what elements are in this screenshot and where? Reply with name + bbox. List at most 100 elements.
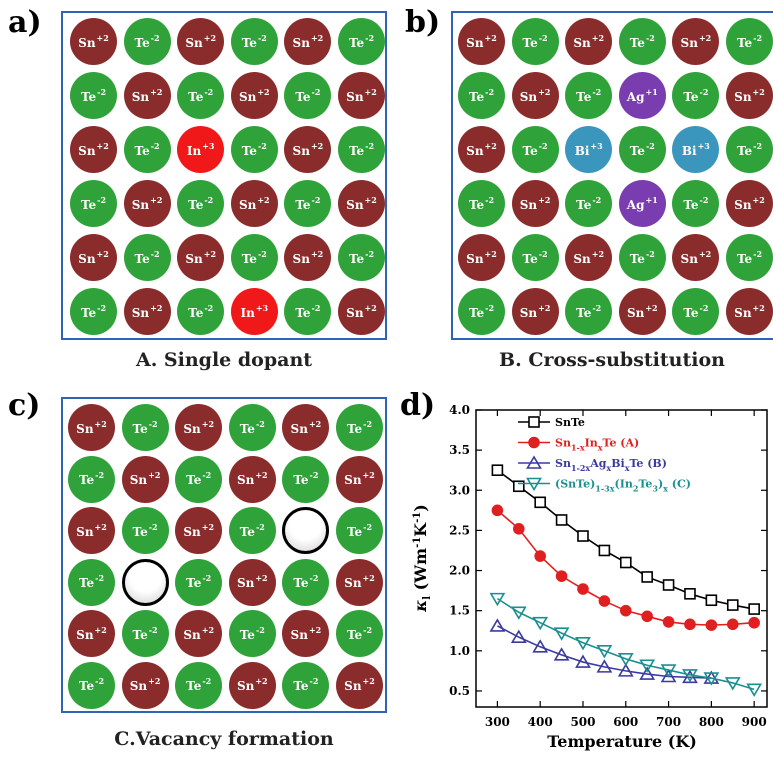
- data-point: [705, 619, 718, 631]
- atom-te-minus-2: Te-2: [228, 404, 276, 451]
- atom-te-minus-2: Te-2: [282, 661, 330, 709]
- panel-label-b: b): [405, 5, 441, 40]
- atom-te-minus-2: Te-2: [68, 455, 115, 503]
- atom-label: Sn+2: [183, 624, 215, 642]
- atom-label: Te-2: [188, 302, 214, 320]
- atom-sn-plus-2: Sn+2: [121, 661, 169, 709]
- atom-te-minus-2: Te-2: [177, 180, 225, 227]
- atom-label: Te-2: [134, 140, 160, 158]
- atom-label: Sn+2: [129, 676, 161, 693]
- data-point: [684, 618, 696, 631]
- x-tick-label: 800: [699, 715, 724, 729]
- legend-label: (SnTe)1-3x(In2Te3)x (C): [555, 478, 691, 494]
- data-point: [617, 653, 634, 667]
- data-point: [528, 416, 540, 428]
- atom-label: Te-2: [629, 140, 655, 158]
- atom-label: Te-2: [629, 32, 655, 50]
- atom-ag-plus-1: Ag+1: [618, 72, 666, 119]
- atom-sn-plus-2: Sn+2: [726, 180, 773, 227]
- atom-label: Sn+2: [183, 521, 215, 539]
- atom-te-minus-2: Te-2: [284, 288, 332, 335]
- atom-label: Sn+2: [131, 194, 163, 212]
- atom-sn-plus-2: Sn+2: [726, 72, 773, 119]
- atom-label: Te-2: [293, 470, 319, 487]
- atom-label: Te-2: [736, 32, 763, 50]
- atom-label: Sn+2: [236, 676, 268, 693]
- atom-sn-plus-2: Sn+2: [284, 234, 332, 281]
- atom-te-minus-2: Te-2: [68, 661, 115, 709]
- atom-sn-plus-2: Sn+2: [230, 180, 278, 227]
- atom-label: Sn+2: [292, 32, 324, 50]
- data-point: [596, 645, 613, 659]
- data-point: [491, 504, 504, 517]
- atom-sn-plus-2: Sn+2: [68, 610, 115, 657]
- y-tick-label: 0.5: [449, 684, 470, 698]
- atom-label: Sn+2: [346, 86, 377, 104]
- atom-label: Sn+2: [292, 140, 324, 158]
- atom-label: Te-2: [629, 248, 655, 266]
- atom-bi-plus-3: Bi+3: [672, 126, 720, 173]
- atom-te-minus-2: Te-2: [70, 72, 117, 119]
- atom-label: Sn+2: [290, 418, 322, 436]
- atom-sn-plus-2: Sn+2: [511, 180, 559, 227]
- atom-label: Te-2: [736, 248, 763, 266]
- atom-sn-plus-2: Sn+2: [511, 288, 559, 335]
- atom-label: Ag+1: [626, 194, 658, 212]
- atom-label: Te-2: [468, 86, 495, 104]
- atom-label: Sn+2: [626, 302, 658, 320]
- atom-te-minus-2: Te-2: [511, 126, 559, 173]
- panel-label-c: c): [8, 388, 41, 423]
- atom-sn-plus-2: Sn+2: [121, 455, 169, 503]
- data-point: [639, 666, 656, 680]
- data-point: [575, 636, 591, 651]
- atom-sn-plus-2: Sn+2: [70, 234, 117, 281]
- data-point: [662, 579, 675, 591]
- y-tick-label: 2.5: [449, 523, 470, 537]
- atom-te-minus-2: Te-2: [726, 18, 773, 65]
- atom-label: Te-2: [346, 624, 373, 642]
- atom-te-minus-2: Te-2: [511, 18, 559, 65]
- atom-label: Te-2: [239, 418, 265, 436]
- x-tick-label: 700: [656, 715, 681, 729]
- atom-label: Sn+2: [292, 248, 324, 266]
- x-tick-label: 500: [570, 715, 595, 729]
- data-point: [532, 616, 549, 631]
- data-point: [489, 592, 506, 607]
- y-tick-label: 3.5: [449, 443, 470, 457]
- data-point: [619, 604, 632, 617]
- data-point: [746, 683, 763, 697]
- atom-sn-plus-2: Sn+2: [672, 234, 720, 281]
- atom-te-minus-2: Te-2: [230, 18, 278, 65]
- data-point: [577, 583, 589, 595]
- atom-sn-plus-2: Sn+2: [336, 661, 383, 709]
- atom-te-minus-2: Te-2: [672, 288, 720, 335]
- atom-te-minus-2: Te-2: [121, 404, 169, 451]
- atom-label: Sn+2: [236, 470, 268, 487]
- data-point: [684, 588, 696, 600]
- atom-label: Sn+2: [78, 140, 109, 158]
- atom-sn-plus-2: Sn+2: [123, 72, 171, 119]
- atom-label: Te-2: [78, 573, 105, 590]
- data-point: [526, 477, 542, 492]
- atom-label: Te-2: [293, 573, 319, 590]
- panel-label-a: a): [8, 5, 42, 40]
- y-tick-label: 4.0: [449, 403, 470, 417]
- atom-te-minus-2: Te-2: [565, 72, 613, 119]
- atom-in-plus-3: In+3: [177, 126, 225, 173]
- caption-single-dopant: A. Single dopant: [135, 349, 313, 371]
- atom-label: Sn+2: [129, 470, 161, 487]
- legend-label: Sn1-xInxTe (A): [555, 437, 639, 453]
- atom-label: Te-2: [132, 624, 158, 642]
- atom-label: Te-2: [186, 470, 212, 487]
- atom-label: Te-2: [293, 676, 319, 693]
- atom-label: Sn+2: [76, 624, 107, 642]
- x-axis-label: Temperature (K): [547, 732, 697, 751]
- data-point: [598, 595, 611, 607]
- atom-te-minus-2: Te-2: [121, 610, 169, 657]
- atom-label: Te-2: [80, 86, 107, 104]
- atom-label: Sn+2: [519, 302, 551, 320]
- data-point: [553, 627, 570, 641]
- data-point: [534, 550, 546, 562]
- atom-label: Sn+2: [346, 194, 377, 212]
